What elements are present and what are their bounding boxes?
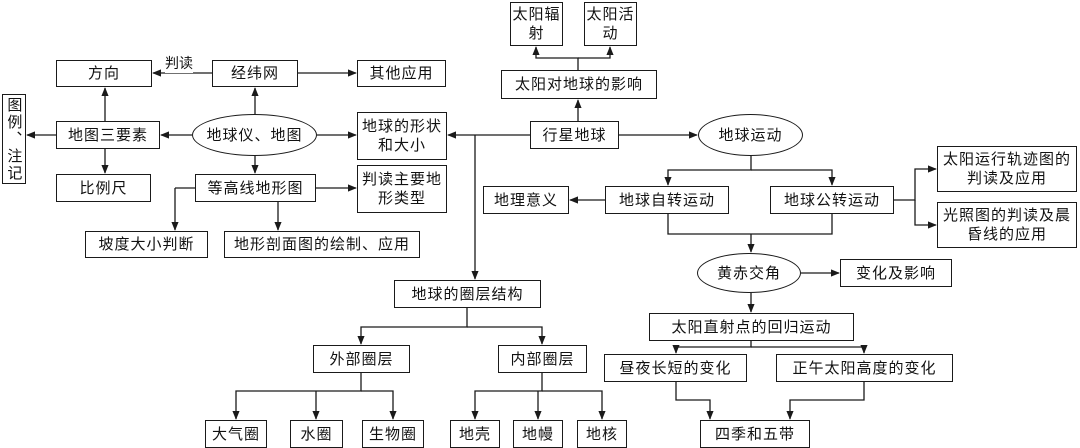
edge-revolution-illum: [914, 200, 937, 229]
label-interpret: 判读: [165, 53, 193, 73]
node-crust: 地壳: [450, 420, 500, 448]
node-illumination: 光照图的判读及晨昏线的应用: [937, 202, 1077, 248]
edge-daylength-seasons: [675, 382, 714, 420]
node-revolution: 地球公转运动: [770, 186, 894, 214]
node-noon-altitude: 正午太阳高度的变化: [776, 354, 953, 382]
node-sun-radiation: 太阳辐射: [510, 2, 563, 46]
node-layers: 地球的圈层结构: [394, 280, 541, 308]
edge-layers-inner: [467, 326, 546, 345]
node-earth-motion: 地球运动: [698, 114, 803, 156]
node-sun-path: 太阳运行轨迹图的判读及应用: [937, 146, 1077, 192]
edge-effect-radiation: [532, 46, 579, 70]
node-atmosphere: 大气圈: [205, 420, 267, 448]
node-scale: 比例尺: [56, 174, 151, 202]
edge-revolution-sunpath: [894, 165, 937, 201]
node-sun-activity: 太阳活动: [584, 2, 637, 46]
edge-rev-rot-join: [667, 214, 833, 235]
edge-motion-revolution: [751, 169, 836, 186]
node-graticule: 经纬网: [212, 60, 298, 87]
node-rotation: 地球自转运动: [605, 186, 729, 214]
node-outer-layers: 外部圈层: [313, 345, 410, 373]
node-biosphere: 生物圈: [362, 420, 424, 448]
node-legend-notes: 图例、注记: [2, 94, 26, 184]
edge-subsolar-noon: [751, 344, 868, 354]
node-earth-shape: 地球的形状和大小: [357, 112, 447, 160]
edge-inner-crust: [471, 373, 543, 420]
edge-subsolar-daylength: [672, 341, 752, 354]
node-hydrosphere: 水圈: [290, 420, 343, 448]
node-subsolar: 太阳直射点的回归运动: [649, 313, 854, 341]
edge-effect-activity: [578, 46, 614, 59]
edge-outer-bio: [361, 390, 397, 420]
node-landform-types: 判读主要地形类型: [357, 165, 447, 213]
node-sun-effect: 太阳对地球的影响: [501, 70, 657, 99]
node-profile: 地形剖面图的绘制、应用: [224, 231, 420, 258]
node-obliquity: 黄赤交角: [697, 253, 801, 293]
edge-layers-outer: [357, 308, 468, 345]
node-direction: 方向: [56, 60, 152, 87]
node-map-elements: 地图三要素: [56, 121, 160, 149]
node-seasons-zones: 四季和五带: [700, 420, 810, 448]
node-globe-map: 地球仪、地图: [192, 114, 317, 156]
node-mantle: 地幔: [513, 420, 563, 448]
edge-outer-atmosphere: [232, 373, 362, 420]
node-change-effect: 变化及影响: [840, 259, 952, 287]
edge-motion-rotation: [664, 156, 752, 186]
node-geo-meaning: 地理意义: [483, 186, 569, 214]
node-day-length: 昼夜长短的变化: [604, 354, 747, 382]
node-planet-earth: 行星地球: [530, 121, 619, 149]
node-contour-map: 等高线地形图: [195, 174, 316, 202]
node-other-apps: 其他应用: [357, 60, 446, 87]
node-inner-layers: 内部圈层: [498, 345, 587, 373]
node-core: 地核: [577, 420, 627, 448]
edge-noon-seasons: [786, 382, 865, 420]
edge-inner-core: [542, 390, 606, 420]
node-slope: 坡度大小判断: [85, 231, 208, 258]
